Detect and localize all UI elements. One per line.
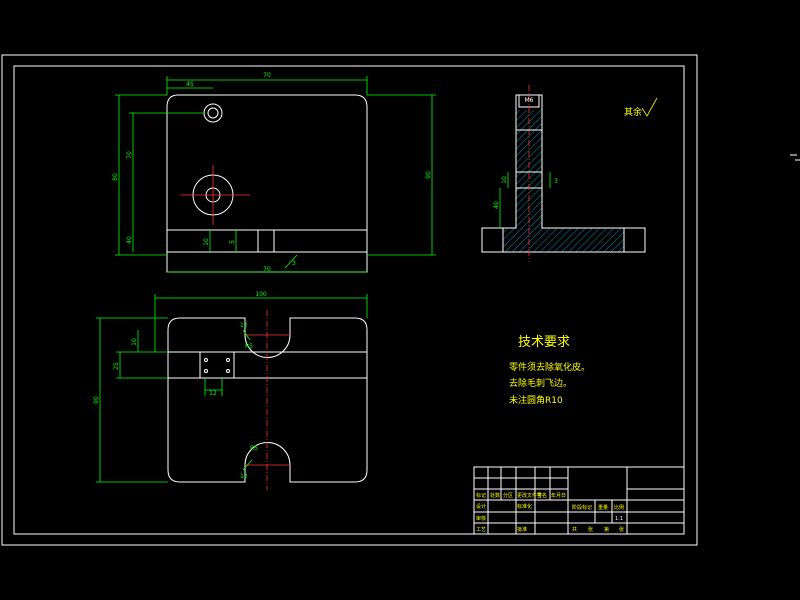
front-view-outline (167, 317, 368, 483)
small-hole-inner (207, 107, 219, 119)
leader (284, 254, 298, 269)
title-block: 标记 处数 分区 更改文件号 签名 年月日 设计 标准化 审核 工艺 批准 阶段… (473, 466, 685, 535)
tb-r1-c3: 分区 (503, 492, 513, 499)
tb-r2-c1: 设计 (476, 503, 486, 510)
dim-thread: M6 (525, 97, 534, 104)
dim-top-offset: 45 (186, 81, 194, 88)
tb-sheet-1: 共 (572, 526, 577, 533)
tb-r1-c1: 标记 (476, 492, 486, 499)
tb-scale: 1:1 (615, 516, 623, 522)
bolt-hole (226, 369, 230, 373)
dim-right-height: 90 (425, 171, 432, 179)
tb-r4-c1: 工艺 (476, 527, 486, 533)
dim-slot-depth: 5 (229, 240, 236, 244)
dim-left-inner: 70 (126, 151, 133, 159)
dim-height: 40 (493, 201, 500, 209)
tb-r1-c2: 处数 (490, 492, 500, 499)
tb-stage: 阶段标记 (572, 504, 592, 511)
tb-r1-c6: 年月日 (551, 492, 566, 499)
dim-bottom-width: 70 (263, 266, 271, 273)
tb-sheet-2: 张 (588, 526, 593, 533)
check-mark-icon (641, 97, 658, 117)
tech-line-3: 未注圆角R10 (509, 394, 563, 406)
roughness-symbol: 其余 (624, 97, 658, 118)
dim-rect-w: 12 (209, 390, 217, 397)
tech-title: 技术要求 (518, 335, 570, 350)
dim-chamfer: 3 (292, 260, 296, 267)
tb-sheet-3: 第 (604, 526, 609, 533)
dim-slot-bot-r: R5 (250, 445, 258, 452)
dim-left-height: 80 (112, 173, 119, 181)
dim-slot: 10 (203, 238, 210, 246)
dim-left-small: 40 (126, 236, 133, 244)
section-hatch (503, 110, 624, 252)
bolt-hole (204, 358, 208, 362)
bolt-hole (226, 358, 230, 362)
tech-requirements: 技术要求 零件须去除氧化皮。 去除毛刺飞边。 未注圆角R10 (509, 335, 590, 406)
tb-r1-c4: 更改文件号 (517, 492, 542, 499)
tb-r2-c3: 标准化 (517, 503, 532, 510)
top-view: 70 45 70 80 70 40 90 10 5 3 (112, 72, 436, 273)
tech-line-2: 去除毛刺飞边。 (509, 377, 572, 389)
tb-r4-c3: 批准 (517, 526, 527, 533)
section-view: M6 10 40 3 (481, 85, 646, 262)
bolt-hole (204, 369, 208, 373)
leader (242, 329, 251, 341)
roughness-note: 其余 (624, 106, 642, 118)
leader (242, 459, 253, 471)
section-outline (481, 94, 646, 253)
dim-width: 100 (255, 291, 267, 298)
dim-small: 3 (554, 178, 558, 185)
dim-slot-top-r: R5 (245, 343, 253, 350)
small-hole-outer (203, 103, 223, 123)
top-view-slot (257, 229, 275, 253)
dim-top-width: 70 (263, 72, 271, 79)
tb-r3-c1: 审核 (476, 515, 486, 522)
dim-slot-top: 12 (240, 322, 248, 329)
outer-border (1, 54, 698, 546)
dim-slot-bot: 12 (240, 473, 248, 480)
tb-scale-label: 比例 (614, 504, 624, 511)
tech-line-1: 零件须去除氧化皮。 (509, 361, 590, 373)
dim-height: 90 (93, 396, 100, 404)
tb-weight: 重量 (598, 504, 608, 511)
inner-border (13, 65, 685, 535)
dim-bore-left: 10 (501, 176, 508, 184)
dim-rect-h: 25 (113, 362, 120, 370)
dim-rect-small: 10 (131, 338, 138, 346)
tb-r1-c5: 签名 (537, 492, 547, 499)
tb-sheet-4: 张 (619, 526, 624, 533)
front-view: 100 90 25 10 12 12 R5 12 R5 (93, 291, 368, 490)
front-rect (199, 351, 235, 379)
